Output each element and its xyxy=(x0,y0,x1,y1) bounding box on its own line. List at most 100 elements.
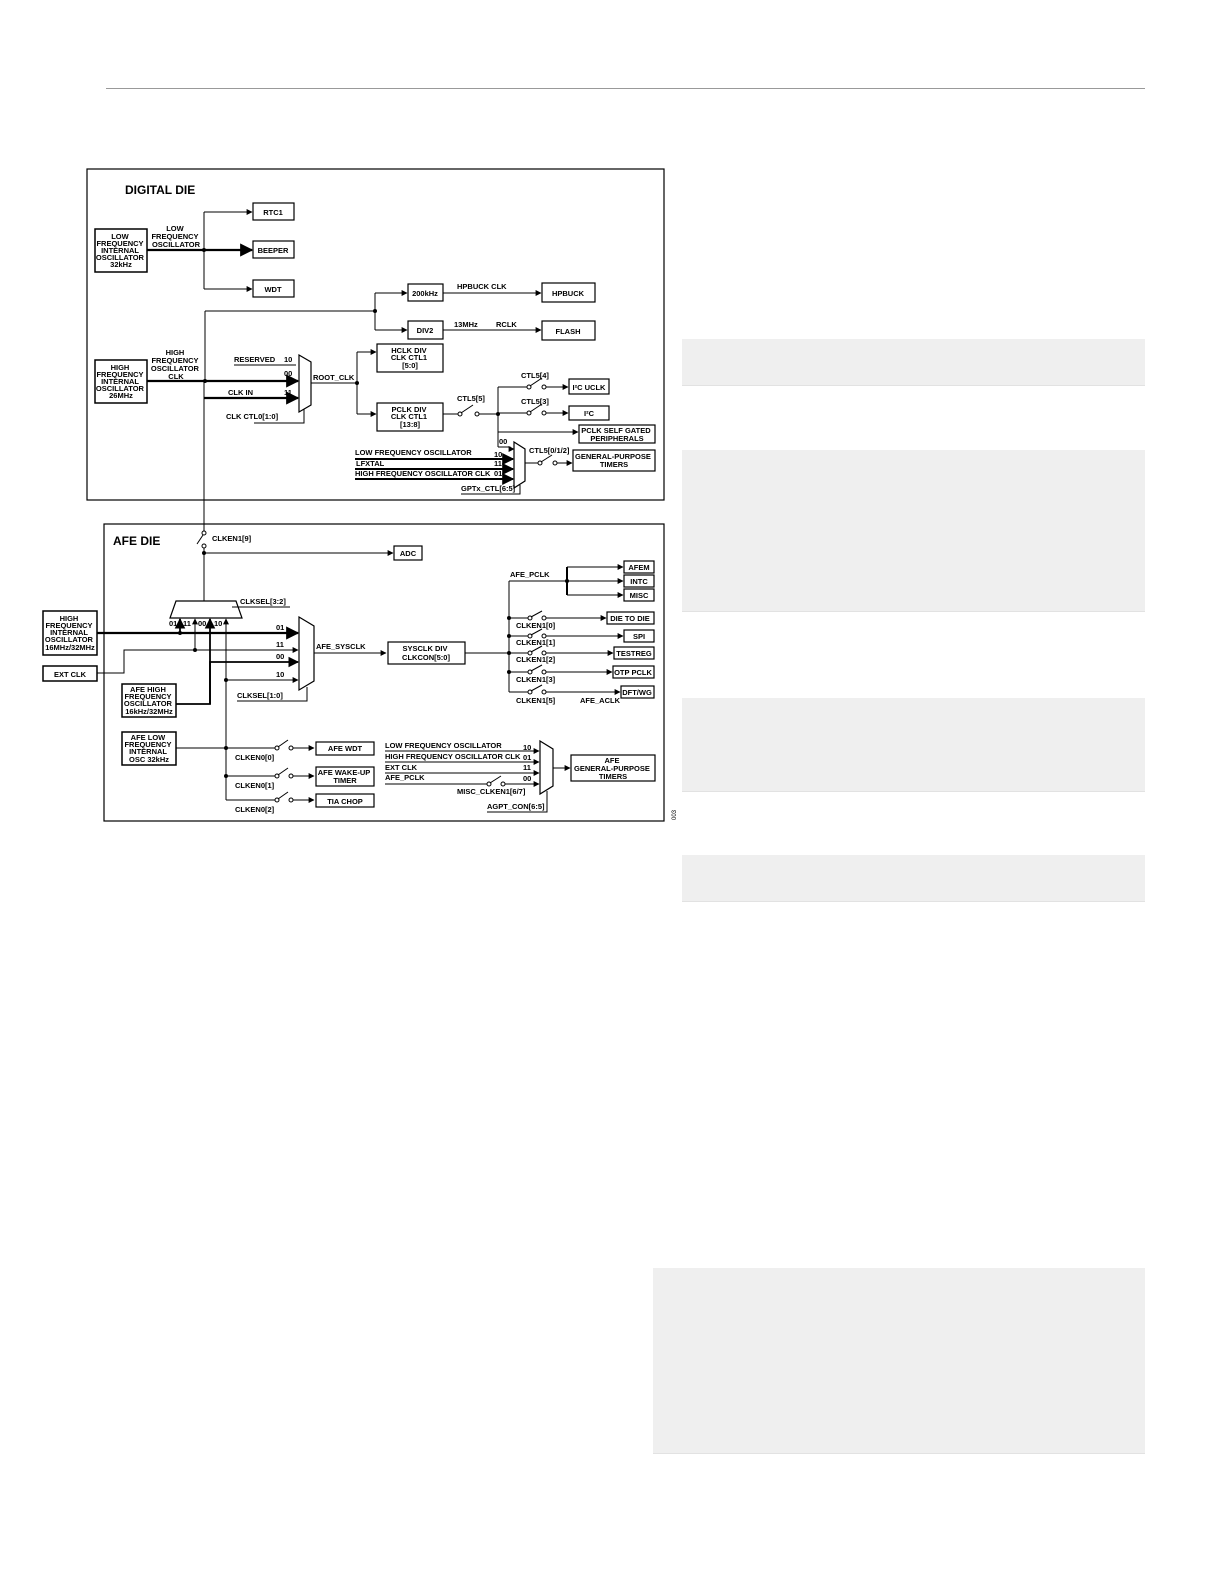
hclk-div-label: HCLK DIV CLK CTL1 [5:0] xyxy=(391,346,429,370)
i2c-uclk-label: I²C UCLK xyxy=(573,383,606,392)
flash-box xyxy=(541,320,596,341)
wdt-box xyxy=(252,279,295,298)
gp-timers-label: GENERAL-PURPOSE TIMERS xyxy=(575,452,653,469)
afe-pclk-label: AFE_PCLK xyxy=(510,570,550,579)
agpt-in3-label: EXT CLK xyxy=(385,763,418,772)
spi-label: SPI xyxy=(633,632,645,641)
afe-gpt-mux xyxy=(539,739,554,796)
agpt-in1-code: 10 xyxy=(523,743,531,752)
header-rule xyxy=(106,88,1145,89)
afem-box xyxy=(623,560,655,574)
tia-chop-label: TIA CHOP xyxy=(327,797,363,806)
i2c-uclk-box xyxy=(568,378,610,395)
intc-box xyxy=(623,574,655,588)
mux-in-00: 00 xyxy=(284,369,292,378)
afe-top-mux xyxy=(169,600,243,619)
digital-die-title: DIGITAL DIE xyxy=(125,183,195,197)
adc-box xyxy=(393,545,423,561)
afe-hf-oscillator-box xyxy=(42,610,98,656)
gpt-mux xyxy=(513,440,526,490)
beeper-box xyxy=(252,240,295,259)
pclk-self-gated-box xyxy=(578,424,656,444)
clken1-5-label: CLKEN1[5] xyxy=(516,696,556,705)
spi-box xyxy=(623,629,655,643)
hclk-div-box xyxy=(376,343,444,373)
flash-label: FLASH xyxy=(556,327,581,336)
i2c-label: I²C xyxy=(584,409,595,418)
afe-high-freq-osc-label: AFE HIGH FREQUENCY OSCILLATOR 16kHz/32MH… xyxy=(124,685,174,716)
otp-pclk-box xyxy=(612,665,655,679)
gpt-in1-code: 10 xyxy=(494,450,502,459)
misc-label: MISC xyxy=(630,591,649,600)
agpt-in2-label: HIGH FREQUENCY OSCILLATOR CLK xyxy=(385,752,521,761)
clksel-10-label: CLKSEL[1:0] xyxy=(237,691,283,700)
clken1-0-label: CLKEN1[0] xyxy=(516,621,556,630)
clk-ctl0-label: CLK CTL0[1:0] xyxy=(226,412,279,421)
clken0-0-label: CLKEN0[0] xyxy=(235,753,275,762)
mux-in-10: 10 xyxy=(284,355,292,364)
testreg-label: TESTREG xyxy=(616,649,652,658)
ctl5-012-label: CTL5[0/1/2] xyxy=(529,446,570,455)
sysclk-div-label: SYSCLK DIV CLKCON[5:0] xyxy=(402,644,450,662)
root-clk-mux xyxy=(298,353,312,414)
clken1-2-label: CLKEN1[2] xyxy=(516,655,556,664)
sys-mux-10: 10 xyxy=(276,670,284,679)
pclk-self-gated-label: PCLK SELF GATED PERIPHERALS xyxy=(581,426,653,443)
afe-top-mux-00: 00 xyxy=(198,619,206,628)
gpt-mux-00: 00 xyxy=(499,437,507,446)
die-to-die-box xyxy=(606,611,655,625)
placeholder-panel-4 xyxy=(682,855,1145,902)
placeholder-panel-5 xyxy=(653,1268,1145,1454)
gpt-in3-label: HIGH FREQUENCY OSCILLATOR CLK xyxy=(355,469,491,478)
digital-die-frame xyxy=(86,168,665,501)
afe-sysclk-label: AFE_SYSCLK xyxy=(316,642,366,651)
afe-gp-timers-label: AFE GENERAL-PURPOSE TIMERS xyxy=(574,756,652,781)
afe-die-title: AFE DIE xyxy=(113,534,160,548)
testreg-box xyxy=(613,646,655,660)
afe-wakeup-timer-box xyxy=(315,766,375,787)
adc-label: ADC xyxy=(400,549,417,558)
hpbuck-label: HPBUCK xyxy=(552,289,585,298)
sys-mux-01: 01 xyxy=(276,623,284,632)
gpt-in2-label: LFXTAL xyxy=(356,459,385,468)
hf-oscillator-text: HIGH FREQUENCY INTERNAL OSCILLATOR 26MHz xyxy=(96,363,146,400)
sys-mux-11: 11 xyxy=(276,640,284,649)
hf-oscillator-label: HIGH FREQUENCY OSCILLATOR CLK xyxy=(151,348,201,381)
mux-in-11: 11 xyxy=(284,388,292,397)
pclk-div-box xyxy=(376,402,444,432)
misc-box xyxy=(623,588,655,602)
agpt-in3-code: 11 xyxy=(523,763,531,772)
clken1-1-label: CLKEN1[1] xyxy=(516,638,556,647)
reserved-label: RESERVED xyxy=(234,355,276,364)
lf-oscillator-label: LOW FREQUENCY OSCILLATOR xyxy=(151,224,200,249)
i2c-box xyxy=(568,405,610,421)
lf-oscillator-text: LOW FREQUENCY INTERNAL OSCILLATOR 32kHz xyxy=(96,232,146,269)
agpt-con-label: AGPT_CON[6:5] xyxy=(487,802,545,811)
rtc1-label: RTC1 xyxy=(263,208,283,217)
dft-wg-box xyxy=(620,685,655,699)
afe-wdt-label: AFE WDT xyxy=(328,744,363,753)
gp-timers-box xyxy=(572,449,656,472)
ext-clk-label: EXT CLK xyxy=(54,670,87,679)
clken1-3-label: CLKEN1[3] xyxy=(516,675,556,684)
pclk-div-label: PCLK DIV CLK CTL1 [13:8] xyxy=(391,405,429,429)
clken1-9-label: CLKEN1[9] xyxy=(212,534,252,543)
afe-hf-oscillator-label: HIGH FREQUENCY INTERNAL OSCILLATOR 16MHz… xyxy=(45,614,95,652)
agpt-in4-label: AFE_PCLK xyxy=(385,773,425,782)
clken0-1-label: CLKEN0[1] xyxy=(235,781,275,790)
wdt-label: WDT xyxy=(264,285,281,294)
tia-chop-box xyxy=(315,793,375,808)
afe-gp-timers-box xyxy=(570,754,656,782)
afe-high-freq-osc-box xyxy=(121,683,177,718)
clken1-switches xyxy=(507,610,624,695)
afe-lf-oscillator-label: AFE LOW FREQUENCY INTERNAL OSC 32kHz xyxy=(124,733,173,764)
clksel-32-label: CLKSEL[3:2] xyxy=(240,597,286,606)
sys-mux-00: 00 xyxy=(276,652,284,661)
gpt-in2-code: 11 xyxy=(494,459,502,468)
agpt-in4-code: 00 xyxy=(523,774,531,783)
afe-sysclk-mux xyxy=(298,615,315,692)
afe-wakeup-timer-label: AFE WAKE-UP TIMER xyxy=(318,768,372,785)
gpt-in1-label: LOW FREQUENCY OSCILLATOR xyxy=(355,448,472,457)
afem-label: AFEM xyxy=(628,563,649,572)
ctl5-5-label: CTL5[5] xyxy=(457,394,485,403)
